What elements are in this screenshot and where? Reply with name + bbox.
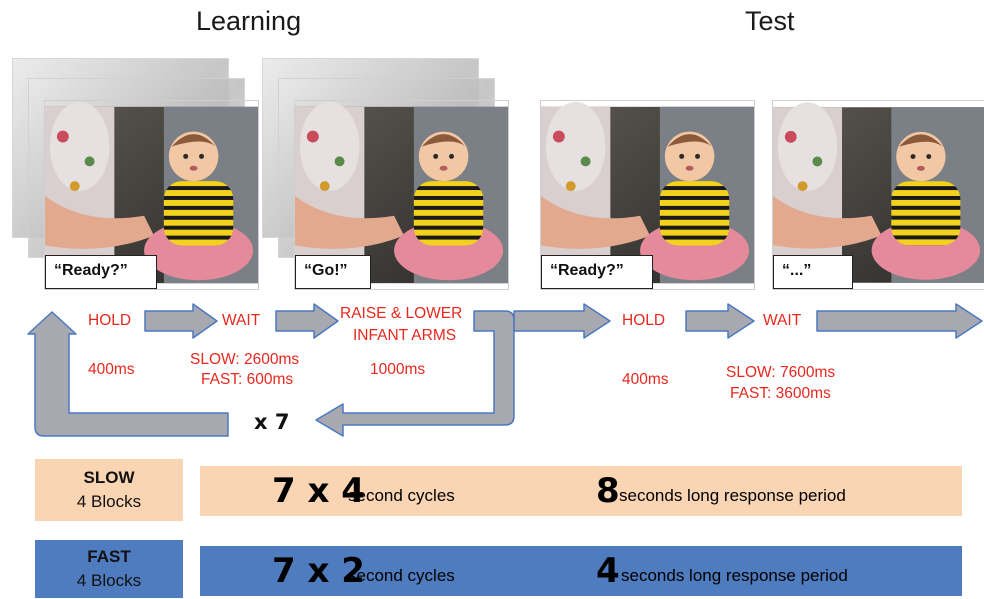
learning-wait-label: WAIT <box>222 312 261 329</box>
photo-test-response: “...” <box>772 100 984 290</box>
test-wait-slow: SLOW: 7600ms <box>726 364 836 381</box>
learning-raise-label-1: RAISE & LOWER <box>340 305 463 322</box>
arrow-loop-back <box>315 310 515 437</box>
learning-wait-slow: SLOW: 2600ms <box>190 351 300 368</box>
learning-raise-label-2: INFANT ARMS <box>353 327 457 344</box>
fast-response-text: seconds long response period <box>621 566 848 585</box>
test-wait-fast: FAST: 3600ms <box>730 385 831 402</box>
speech-bubble: “Ready?” <box>45 255 157 289</box>
slow-cycles-text: second cycles <box>348 486 455 505</box>
slow-condition-label: SLOW 4 Blocks <box>35 459 183 521</box>
fast-summary-panel: 7 x 2 second cycles 4 seconds long respo… <box>200 546 962 596</box>
fast-blocks: 4 Blocks <box>76 571 142 590</box>
arrow-wait-raise <box>275 303 339 339</box>
fast-cycles-number: 7 x 2 <box>272 551 365 591</box>
arrow-loop-up <box>27 311 229 437</box>
arrow-hold-wait <box>144 303 218 339</box>
fast-cycles-text: second cycles <box>348 566 455 585</box>
slow-summary-panel: 7 x 4 second cycles 8 seconds long respo… <box>200 466 962 516</box>
arrow-to-test <box>513 303 611 339</box>
slow-blocks: 4 Blocks <box>76 492 142 511</box>
fast-response-number: 4 <box>596 551 620 591</box>
fast-name: FAST <box>87 547 131 566</box>
test-wait-label: WAIT <box>763 312 802 329</box>
slow-name: SLOW <box>83 468 135 487</box>
arrow-test-hold-wait <box>685 303 755 339</box>
learning-raise-time: 1000ms <box>370 361 426 378</box>
photo-test-ready: “Ready?” <box>540 100 755 290</box>
test-hold-time: 400ms <box>622 371 669 388</box>
learning-title: Learning <box>196 6 302 36</box>
learning-hold-time: 400ms <box>88 361 135 378</box>
slow-cycles-number: 7 x 4 <box>272 471 365 511</box>
fast-condition-label: FAST 4 Blocks <box>35 540 183 598</box>
slow-response-text: seconds long response period <box>619 486 846 505</box>
arrow-test-end <box>816 303 983 339</box>
photo-learning-go: “Go!” <box>294 100 509 290</box>
repeat-count: x 7 <box>254 410 290 434</box>
test-title: Test <box>745 6 795 36</box>
photo-learning-ready: “Ready?” <box>44 100 259 290</box>
speech-bubble: “Ready?” <box>541 255 653 289</box>
learning-wait-fast: FAST: 600ms <box>201 371 294 388</box>
slow-response-number: 8 <box>596 471 620 511</box>
test-hold-label: HOLD <box>622 312 666 329</box>
speech-bubble: “Go!” <box>295 255 371 289</box>
speech-bubble: “...” <box>773 255 853 289</box>
learning-hold-label: HOLD <box>88 312 132 329</box>
